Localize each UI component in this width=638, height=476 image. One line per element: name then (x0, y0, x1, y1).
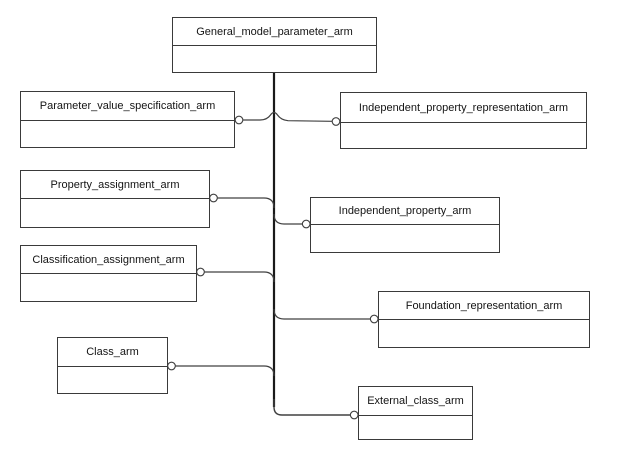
entity-attribute-compartment (311, 225, 499, 252)
entity-label: External_class_arm (359, 387, 472, 416)
entity-attribute-compartment (21, 274, 196, 301)
connection-circle-parameter-value (234, 115, 244, 125)
entity-box-classification-assignment-arm: Classification_assignment_arm (20, 245, 197, 302)
entity-attribute-compartment (359, 416, 472, 439)
entity-box-parameter-value-specification-arm: Parameter_value_specification_arm (20, 91, 235, 148)
connection-circle-property-assignment (209, 193, 218, 203)
connection-circle-ind-prop-rep (331, 117, 341, 126)
branch-property-assignment (217, 197, 275, 209)
entity-label: Class_arm (58, 338, 167, 367)
entity-label: Classification_assignment_arm (21, 246, 196, 274)
entity-label: Independent_property_arm (311, 198, 499, 225)
entity-box-independent-property-representation-arm: Independent_property_representation_arm (340, 92, 587, 149)
branch-class-arm (175, 365, 275, 377)
entity-attribute-compartment (21, 199, 209, 227)
entity-attribute-compartment (21, 121, 234, 147)
connection-circle-external-class (349, 410, 359, 420)
entity-attribute-compartment (379, 320, 589, 347)
connection-circle-class-arm (167, 361, 176, 371)
branch-classification-assignment (204, 271, 275, 283)
entity-box-property-assignment-arm: Property_assignment_arm (20, 170, 210, 228)
connection-circle-classification-assignment (196, 267, 205, 277)
connection-circle-foundation-representation (369, 314, 379, 324)
entity-label: Foundation_representation_arm (379, 292, 589, 320)
entity-label: Parameter_value_specification_arm (21, 92, 234, 121)
entity-label: General_model_parameter_arm (173, 18, 376, 46)
entity-attribute-compartment (58, 367, 167, 393)
entity-label: Property_assignment_arm (21, 171, 209, 199)
branch-foundation-representation (273, 308, 371, 320)
branch-independent-property (273, 213, 303, 225)
entity-attribute-compartment (173, 46, 376, 72)
entity-box-external-class-arm: External_class_arm (358, 386, 473, 440)
branch-external-class (273, 399, 351, 416)
branch-parameter-value-and-ind-prop-rep (243, 111, 333, 122)
connection-circle-independent-property (301, 219, 311, 229)
entity-box-general-model-parameter-arm: General_model_parameter_arm (172, 17, 377, 73)
entity-attribute-compartment (341, 123, 586, 148)
entity-box-independent-property-arm: Independent_property_arm (310, 197, 500, 253)
entity-box-class-arm: Class_arm (57, 337, 168, 394)
entity-label: Independent_property_representation_arm (341, 93, 586, 123)
entity-box-foundation-representation-arm: Foundation_representation_arm (378, 291, 590, 348)
